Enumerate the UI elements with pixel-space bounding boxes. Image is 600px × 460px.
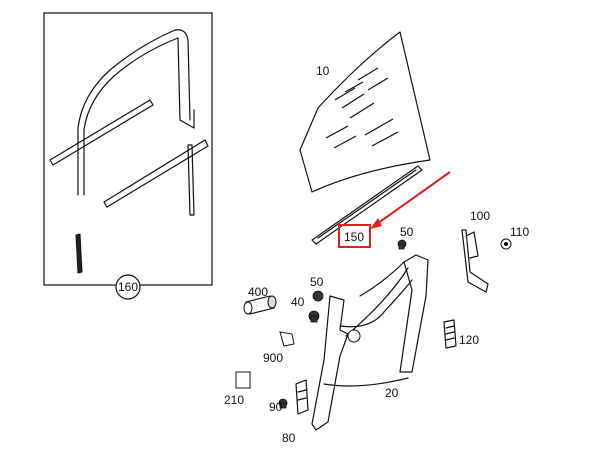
label-glass: 10	[316, 64, 330, 78]
clip: 90	[269, 398, 288, 414]
bolt-top: 50	[397, 225, 414, 250]
label-cover: 900	[263, 351, 283, 365]
label-seal-kit: 160	[118, 280, 138, 294]
label-guide: 120	[459, 333, 479, 347]
label-bolt-a: 40	[291, 295, 305, 309]
screw: 80	[282, 379, 309, 445]
seal-kit-inset: 160	[43, 12, 213, 300]
bolt-middle: 50	[310, 275, 324, 302]
label-screw: 80	[282, 431, 296, 445]
nut: 110	[500, 225, 529, 250]
label-pad: 210	[224, 393, 244, 407]
seal-kit-callout	[115, 274, 141, 300]
label-bolt-c: 50	[400, 225, 414, 239]
door-glass: 10	[299, 31, 431, 193]
cover: 900	[263, 331, 295, 365]
window-regulator: 20	[311, 254, 429, 431]
label-seal-strip: 150	[344, 230, 364, 244]
label-nut: 110	[510, 225, 529, 239]
highlight-box	[338, 224, 371, 248]
motor: 400	[243, 285, 277, 315]
highlight-callout: 150	[338, 171, 451, 248]
label-bracket: 100	[470, 209, 490, 223]
bolt-lower: 40	[291, 295, 320, 323]
seal-strip	[311, 165, 423, 245]
bracket: 100	[461, 209, 490, 293]
pad: 210	[224, 371, 251, 407]
label-motor: 400	[248, 285, 268, 299]
guide: 120	[443, 319, 479, 349]
label-regulator: 20	[385, 386, 399, 400]
label-clip: 90	[269, 400, 283, 414]
label-bolt-b: 50	[310, 275, 324, 289]
